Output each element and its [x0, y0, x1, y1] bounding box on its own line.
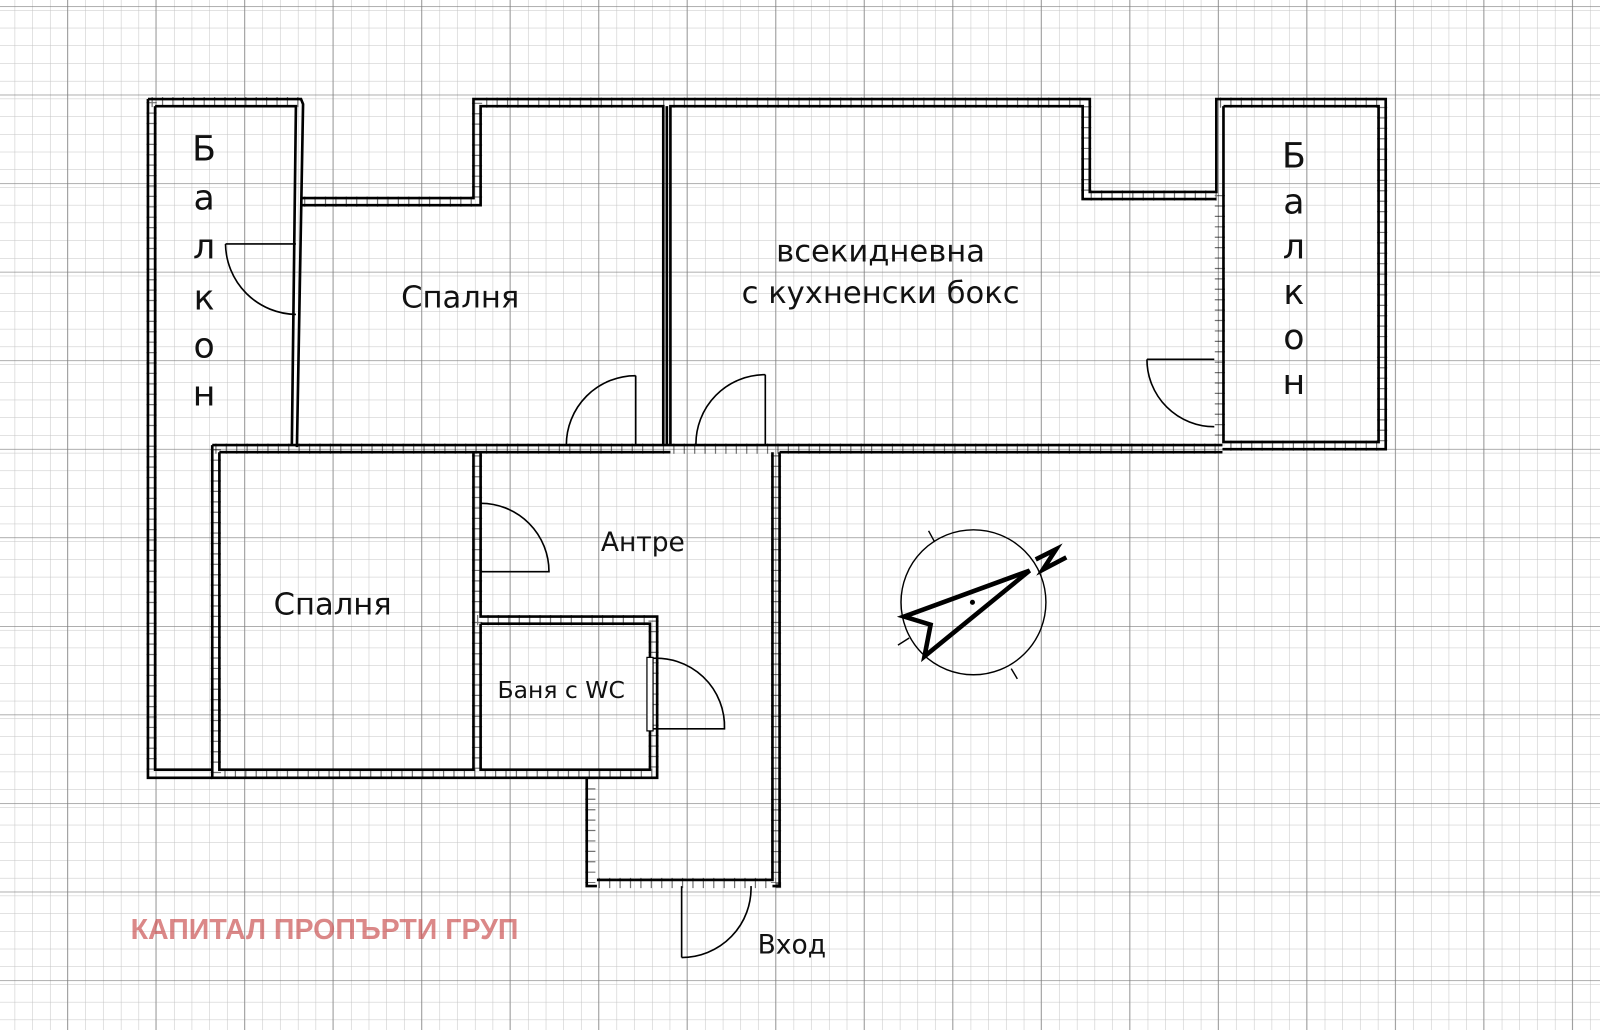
svg-text:о: о — [193, 326, 214, 366]
svg-text:к: к — [1283, 273, 1304, 313]
door-bedroom-top — [565, 374, 637, 446]
doors — [224, 243, 1215, 959]
hallway-label: Антре — [601, 527, 685, 558]
bathroom-label: Баня с WC — [498, 676, 625, 704]
svg-text:н: н — [193, 374, 216, 414]
balcony-right-label: Б а л к о н — [1282, 136, 1306, 403]
door-entrance — [680, 886, 752, 959]
svg-text:н: н — [1283, 363, 1306, 403]
door-bedroom-bottom — [480, 502, 550, 573]
compass — [896, 529, 1068, 680]
north-marker-icon — [1034, 543, 1068, 576]
svg-text:л: л — [193, 227, 215, 267]
svg-text:к: к — [194, 278, 215, 318]
living-room-label-1: всекидневна — [776, 234, 985, 269]
door-balcony-right — [1146, 358, 1215, 428]
door-bathroom — [649, 657, 726, 730]
svg-text:Б: Б — [1282, 136, 1306, 176]
entrance-label: Вход — [758, 929, 826, 960]
living-room-label-2: с кухненски бокс — [742, 276, 1020, 311]
svg-text:а: а — [193, 178, 214, 218]
door-living-room — [695, 373, 767, 446]
compass-arrow-icon — [896, 568, 1032, 663]
room-labels: Б а л к о н Б а л к о н Спалня всекиднев… — [192, 129, 1306, 960]
bedroom-bottom-label: Спалня — [274, 588, 392, 623]
watermark: КАПИТАЛ ПРОПЪРТИ ГРУП — [131, 914, 519, 946]
bedroom-top-label: Спалня — [401, 280, 519, 315]
svg-text:а: а — [1283, 182, 1304, 222]
svg-text:о: о — [1283, 318, 1304, 358]
svg-text:л: л — [1283, 227, 1305, 267]
walls — [146, 96, 1388, 889]
door-balcony-left — [224, 243, 296, 316]
svg-text:Б: Б — [192, 129, 216, 169]
balcony-left-label: Б а л к о н — [192, 129, 216, 414]
